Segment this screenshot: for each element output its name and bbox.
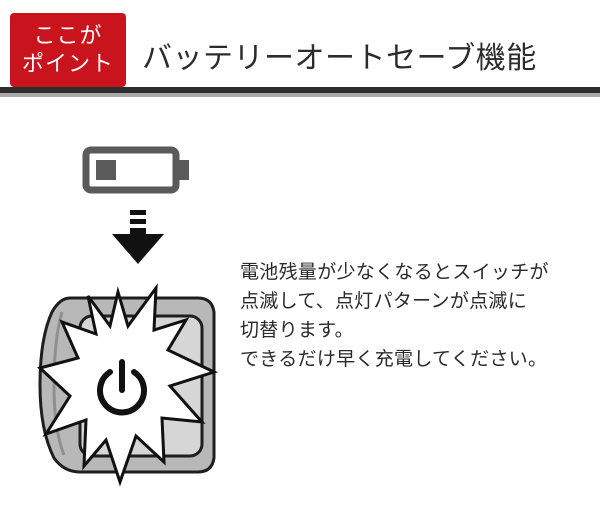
description-text: 電池残量が少なくなるとスイッチが 点滅して、点灯パターンが点滅に 切替ります。 …: [240, 258, 590, 374]
page-title: バッテリーオートセーブ機能: [142, 41, 537, 76]
description-line: 点滅して、点灯パターンが点滅に: [240, 290, 528, 312]
description-line: 切替ります。: [240, 319, 354, 341]
header-divider-shadow: [0, 93, 600, 97]
description-line: できるだけ早く充電してください。: [240, 348, 548, 370]
illustration: [0, 100, 240, 522]
description-line: 電池残量が少なくなるとスイッチが: [240, 261, 549, 283]
header: ここが ポイント バッテリーオートセーブ機能: [0, 0, 600, 100]
header-divider: [0, 87, 600, 93]
power-icon: [97, 359, 147, 416]
flash-burst-icon: [36, 283, 219, 487]
badge-line-2: ポイント: [21, 52, 114, 77]
battery-low-icon: [82, 146, 189, 194]
arrow-down-icon: [112, 210, 164, 264]
illustration-svg: [36, 146, 219, 487]
badge-line-1: ここが: [33, 24, 103, 49]
point-badge: ここが ポイント: [10, 13, 126, 87]
